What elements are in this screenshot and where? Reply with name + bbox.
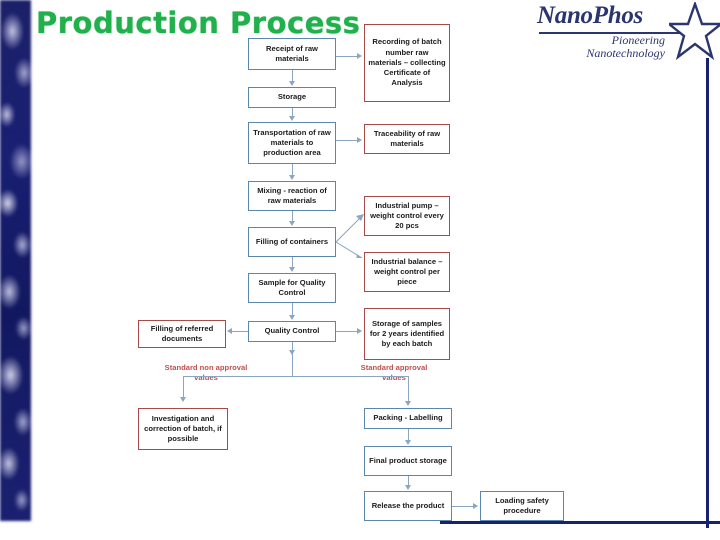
right-vertical-rule	[706, 58, 709, 528]
arrowhead-mixing-filling	[289, 221, 295, 226]
record-box-recording[interactable]: Recording of batch number raw materials …	[364, 24, 450, 102]
branch-label-approval: Standard approval values	[360, 363, 428, 382]
connector-transportation-traceability	[336, 140, 358, 141]
flow-box-receipt[interactable]: Receipt of raw materials	[248, 38, 336, 70]
arrowhead-final-storage-release	[405, 485, 411, 490]
arrowhead-quality-documents	[227, 328, 232, 334]
flow-box-release[interactable]: Release the product	[364, 491, 452, 521]
connector-transportation-mixing	[292, 164, 293, 175]
left-decorative-strip	[0, 0, 31, 521]
flow-box-final-storage[interactable]: Final product storage	[364, 446, 452, 476]
connector-sample-quality	[292, 303, 293, 315]
flow-box-packing[interactable]: Packing - Labelling	[364, 408, 452, 429]
arrowhead-branch-left	[180, 397, 186, 402]
record-box-industrial-pump[interactable]: Industrial pump – weight control every 2…	[364, 196, 450, 236]
branch-label-non-approval: Standard non approval values	[164, 363, 248, 382]
connector-quality-split-down	[292, 342, 293, 376]
connector-release-loading	[452, 506, 474, 507]
connector-quality-documents	[232, 331, 248, 332]
flow-box-filling[interactable]: Filling of containers	[248, 227, 336, 257]
logo-tagline-line1: Pioneering	[611, 33, 665, 47]
connector-receipt-recording	[336, 56, 358, 57]
flow-box-mixing[interactable]: Mixing - reaction of raw materials	[248, 181, 336, 211]
connector-branch-left-down	[183, 376, 184, 398]
flow-box-transportation[interactable]: Transportation of raw materials to produ…	[248, 122, 336, 164]
arrowhead-sample-quality	[289, 315, 295, 320]
connector-mixing-filling	[292, 211, 293, 221]
connector-filling-pump-balance	[336, 214, 364, 258]
arrowhead-release-loading	[473, 503, 478, 509]
nanophos-logo: NanoPhos Pioneering Nanotechnology	[537, 2, 720, 60]
arrowhead-quality-sample-storage	[357, 328, 362, 334]
connector-final-storage-release	[408, 476, 409, 485]
logo-brand-text: NanoPhos	[537, 2, 643, 29]
star-icon	[669, 2, 720, 60]
flow-box-sample[interactable]: Sample for Quality Control	[248, 273, 336, 303]
arrowhead-receipt-storage	[289, 81, 295, 86]
connector-storage-transportation	[292, 108, 293, 116]
flow-box-quality-control[interactable]: Quality Control	[248, 321, 336, 342]
arrowhead-storage-transportation	[289, 116, 295, 121]
connector-packing-final-storage	[408, 429, 409, 440]
record-box-referred-documents[interactable]: Filling of referred documents	[138, 320, 226, 348]
flow-box-storage[interactable]: Storage	[248, 87, 336, 108]
connector-filling-sample	[292, 257, 293, 267]
arrowhead-transportation-mixing	[289, 175, 295, 180]
connector-branch-right-down	[408, 376, 409, 402]
connector-receipt-storage	[292, 70, 293, 82]
connector-quality-sample-storage	[336, 331, 358, 332]
connector-split-horizontal	[183, 376, 408, 377]
logo-tagline-line2: Nanotechnology	[586, 46, 665, 60]
arrowhead-receipt-recording	[357, 53, 362, 59]
record-box-investigation[interactable]: Investigation and correction of batch, i…	[138, 408, 228, 450]
arrowhead-quality-split	[289, 350, 295, 355]
record-box-industrial-balance[interactable]: Industrial balance – weight control per …	[364, 252, 450, 292]
record-box-traceability[interactable]: Traceability of raw materials	[364, 124, 450, 154]
arrowhead-packing-final-storage	[405, 440, 411, 445]
arrowhead-branch-right	[405, 401, 411, 406]
page-title: Production Process	[36, 6, 361, 40]
record-box-sample-storage[interactable]: Storage of samples for 2 years identifie…	[364, 308, 450, 360]
arrowhead-transportation-traceability	[357, 137, 362, 143]
logo-underline	[539, 32, 681, 34]
flow-box-loading-safety[interactable]: Loading safety procedure	[480, 491, 564, 521]
arrowhead-filling-sample	[289, 267, 295, 272]
bottom-horizontal-rule	[440, 521, 720, 524]
